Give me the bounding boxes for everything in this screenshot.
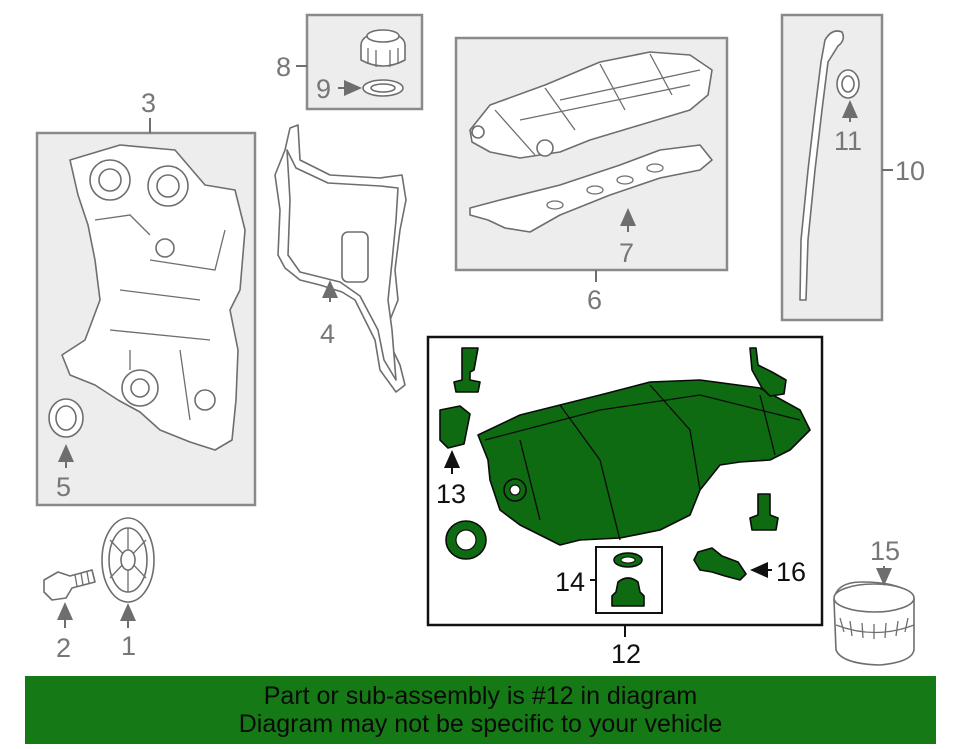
banner-line-2: Diagram may not be specific to your vehi…: [238, 710, 723, 738]
info-banner: Part or sub-assembly is #12 in diagram D…: [25, 676, 936, 744]
label-8: 8: [276, 52, 291, 82]
pulley-bolt-group[interactable]: [43, 569, 96, 628]
oil-pressure-sensor-part[interactable]: [693, 547, 747, 581]
dipstick-part[interactable]: [799, 30, 845, 301]
label-9: 9: [316, 74, 331, 104]
oil-pan-part[interactable]: [477, 379, 811, 546]
dipstick-group[interactable]: [780, 13, 893, 322]
label-16: 16: [776, 557, 806, 587]
valve-cover-group[interactable]: [454, 36, 729, 282]
label-7: 7: [619, 238, 634, 268]
oil-filler-cap-group[interactable]: [296, 13, 424, 111]
valve-cover-gasket-part[interactable]: [469, 144, 713, 233]
oil-pan-assembly-group[interactable]: [426, 335, 824, 637]
label-4: 4: [320, 319, 335, 349]
banner-line-1: Part or sub-assembly is #12 in diagram: [263, 682, 698, 710]
label-5: 5: [56, 472, 71, 502]
timing-cover-group[interactable]: [35, 118, 257, 507]
label-12: 12: [611, 639, 641, 669]
label-6: 6: [587, 285, 602, 315]
label-11: 11: [834, 126, 862, 156]
label-3: 3: [141, 88, 156, 118]
label-15: 15: [870, 536, 900, 566]
label-2: 2: [56, 633, 71, 663]
pan-bracket-part[interactable]: [749, 347, 787, 397]
timing-cover-part[interactable]: [61, 144, 246, 451]
label-14: 14: [555, 567, 585, 597]
pan-bolt-right-part[interactable]: [749, 493, 779, 531]
pan-plug-13-part[interactable]: [439, 405, 471, 449]
label-1: 1: [121, 631, 136, 661]
crankshaft-pulley-group[interactable]: [101, 517, 155, 628]
pan-bolt-left-part[interactable]: [453, 347, 481, 393]
label-10: 10: [895, 156, 925, 186]
drain-plug-part[interactable]: [611, 577, 645, 607]
front-cover-gasket-group[interactable]: [274, 124, 407, 393]
label-13: 13: [436, 479, 466, 509]
oil-filter-group[interactable]: [833, 566, 915, 666]
